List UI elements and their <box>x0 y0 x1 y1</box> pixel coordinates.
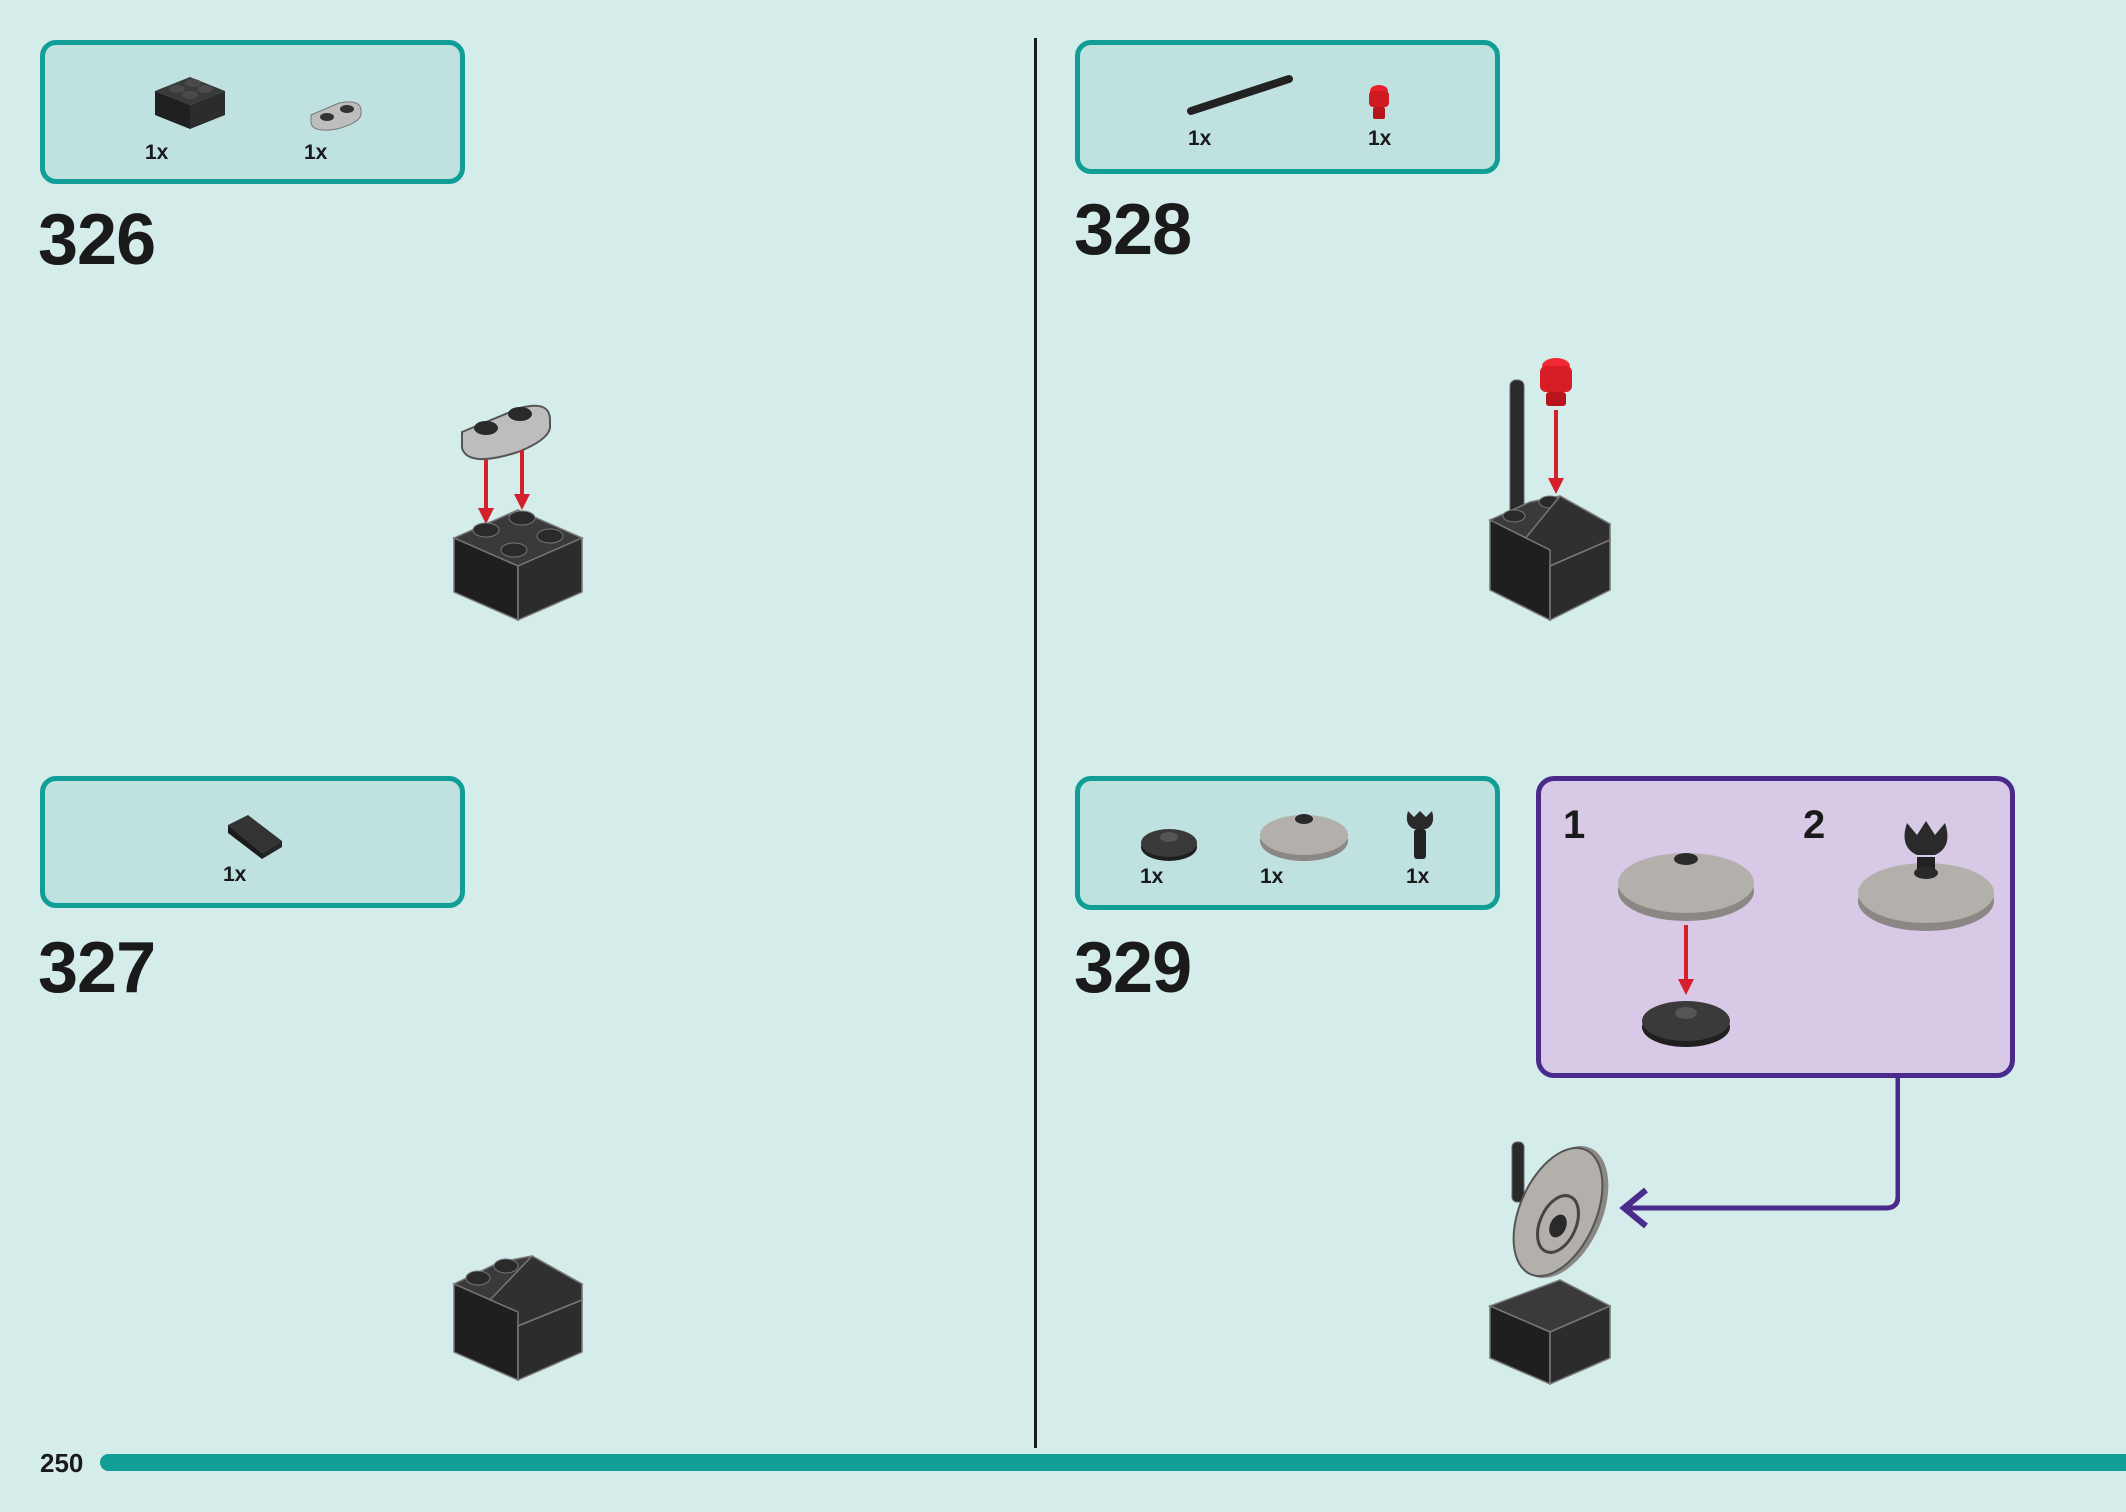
page-number: 250 <box>40 1448 84 1478</box>
step-327-illustration <box>452 1255 584 1382</box>
part-qty: 1x <box>1140 865 1164 888</box>
plate-1x2-round-icon <box>310 101 362 131</box>
part-qty: 1x <box>1188 127 1212 150</box>
subassembly-callout: 1 2 <box>1536 776 2015 1078</box>
parts-list-328: 1x 1x <box>1075 40 1500 174</box>
step-number: 327 <box>38 928 156 1008</box>
brick-2x2-icon <box>155 77 225 129</box>
round-cone-icon <box>1369 85 1389 119</box>
slope-icon <box>228 815 282 859</box>
parts-list-326: 1x 1x <box>40 40 465 184</box>
substep-2-illustration <box>1858 821 1994 931</box>
step-326-illustration <box>452 404 584 622</box>
part-qty: 1x <box>223 863 247 886</box>
bar-icon <box>1187 75 1293 115</box>
step-328-illustration <box>1488 358 1612 622</box>
step-number: 329 <box>1074 928 1192 1008</box>
page-divider <box>1034 38 1037 1448</box>
parts-list-327: 1x <box>40 776 465 908</box>
step-number: 326 <box>38 200 156 280</box>
part-qty: 1x <box>1260 865 1284 888</box>
callout-arrow <box>1619 1078 1900 1229</box>
step-329-illustration <box>1487 1141 1612 1386</box>
substep-1-illustration <box>1618 853 1754 1047</box>
round-plate-icon <box>1141 829 1197 861</box>
part-qty: 1x <box>1368 127 1392 150</box>
part-qty: 1x <box>145 141 169 164</box>
part-qty: 1x <box>1406 865 1430 888</box>
part-qty: 1x <box>304 141 328 164</box>
page-footer-bar <box>100 1454 2126 1471</box>
dish-icon <box>1260 814 1348 861</box>
substep-number: 2 <box>1803 803 1826 847</box>
parts-list-329: 1x 1x 1x <box>1075 776 1500 910</box>
bar-holder-clip-icon <box>1406 811 1434 859</box>
substep-number: 1 <box>1563 803 1586 847</box>
step-number: 328 <box>1074 190 1192 270</box>
